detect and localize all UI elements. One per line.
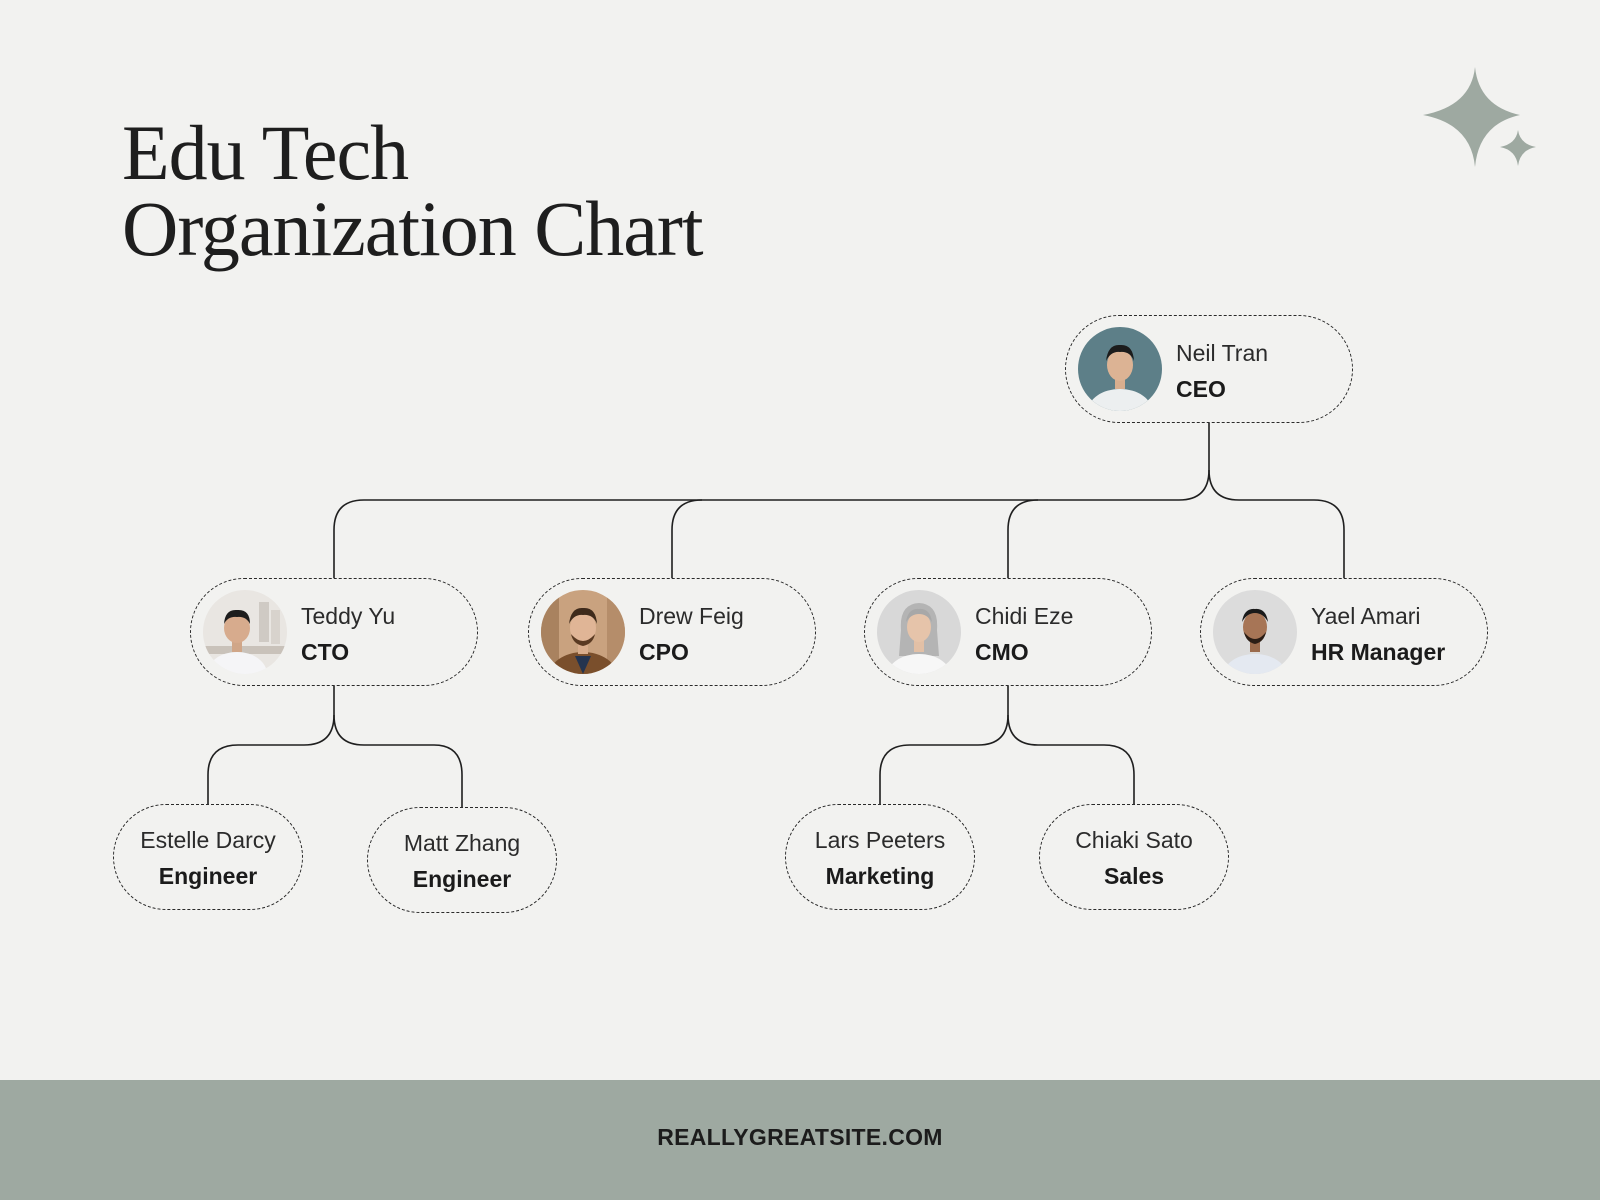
org-node-name: Neil Tran xyxy=(1176,340,1269,366)
org-node-name: Estelle Darcy xyxy=(140,827,276,853)
connector-cto-right xyxy=(333,714,463,807)
org-node-hr-manager[interactable]: Yael Amari HR Manager xyxy=(1200,578,1488,686)
org-node-role: CPO xyxy=(639,639,689,665)
org-node-sales[interactable]: Chiaki Sato Sales xyxy=(1039,804,1229,910)
org-node-name: Yael Amari xyxy=(1311,603,1421,629)
avatar-cto xyxy=(203,590,287,674)
org-node-role: Engineer xyxy=(158,863,258,889)
avatar-cmo xyxy=(877,590,961,674)
org-node-name: Teddy Yu xyxy=(301,603,396,629)
connector-ceo-cpo xyxy=(671,499,703,578)
avatar-cpo xyxy=(541,590,625,674)
connector-ceo-cmo xyxy=(1007,499,1039,578)
avatar-hr-manager xyxy=(1213,590,1297,674)
org-node-ceo[interactable]: Neil Tran CEO xyxy=(1065,315,1353,423)
connector-cto-left xyxy=(207,714,335,804)
org-node-name: Drew Feig xyxy=(639,603,744,629)
org-node-cpo[interactable]: Drew Feig CPO xyxy=(528,578,816,686)
connector-ceo-left xyxy=(333,469,1210,578)
avatar-ceo xyxy=(1078,327,1162,411)
org-node-name: Matt Zhang xyxy=(403,830,521,856)
org-node-name: Chidi Eze xyxy=(975,603,1074,629)
org-node-name: Chiaki Sato xyxy=(1075,827,1193,853)
org-node-engineer-estelle[interactable]: Estelle Darcy Engineer xyxy=(113,804,303,910)
org-node-name: Lars Peeters xyxy=(814,827,946,853)
chart-title: Edu Tech Organization Chart xyxy=(122,109,704,272)
org-node-role: CMO xyxy=(975,639,1029,665)
connector-cmo-right xyxy=(1007,714,1135,804)
chart-title-line-2: Organization Chart xyxy=(122,185,704,272)
org-node-role: HR Manager xyxy=(1311,639,1446,665)
footer-website-link[interactable]: REALLYGREATSITE.COM xyxy=(657,1124,943,1150)
org-node-role: Engineer xyxy=(412,866,512,892)
org-node-role: Marketing xyxy=(825,863,935,889)
org-node-role: CTO xyxy=(301,639,350,665)
chart-title-line-1: Edu Tech xyxy=(122,109,409,196)
footer-bar: REALLYGREATSITE.COM xyxy=(0,1080,1600,1200)
sparkle-icon xyxy=(1423,67,1536,167)
org-node-role: CEO xyxy=(1176,376,1226,402)
org-node-cmo[interactable]: Chidi Eze CMO xyxy=(864,578,1152,686)
connector-ceo-hr xyxy=(1208,469,1345,578)
connector-cmo-left xyxy=(879,714,1009,804)
org-node-role: Sales xyxy=(1103,863,1165,889)
org-node-engineer-matt[interactable]: Matt Zhang Engineer xyxy=(367,807,557,913)
org-node-cto[interactable]: Teddy Yu CTO xyxy=(190,578,478,686)
org-node-marketing[interactable]: Lars Peeters Marketing xyxy=(785,804,975,910)
